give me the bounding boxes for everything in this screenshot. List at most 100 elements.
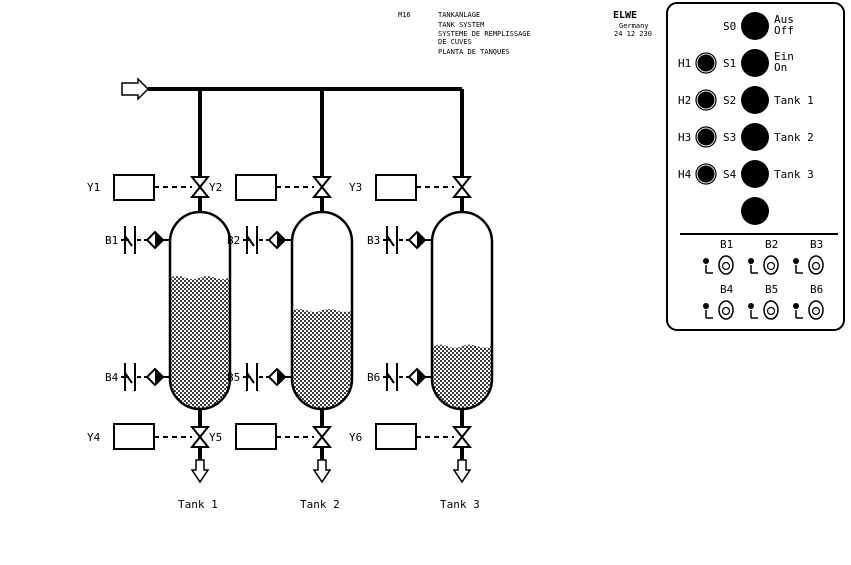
indicator-lamp-icon [697, 91, 715, 109]
tank-vessel [430, 210, 494, 411]
lamp-label: H3 [678, 131, 691, 144]
valve-out-label: Y5 [209, 431, 222, 444]
sensor-switch-label: B1 [720, 238, 733, 251]
push-button[interactable] [741, 197, 769, 225]
tank-vessel [168, 210, 232, 411]
header-title-4: DE CUVES [438, 38, 472, 46]
sensor-switch-label: B2 [765, 238, 778, 251]
inlet-valve-icon [451, 176, 473, 198]
solenoid-out [113, 423, 155, 450]
outlet-valve-icon [311, 426, 333, 448]
switch-label: S0 [723, 20, 736, 33]
header-title-3: SYSTEME DE REMPLISSAGE [438, 30, 531, 38]
inlet-arrow-icon [121, 77, 150, 101]
sensor-label: B1 [105, 234, 118, 247]
switch-label: S3 [723, 131, 736, 144]
button-action-label: Tank 3 [774, 168, 814, 181]
level-sensor-icon [243, 363, 292, 391]
solenoid-in [235, 174, 277, 201]
panel-row-2: H2 S2 Tank 1 [678, 86, 814, 114]
valve-in-label: Y3 [349, 181, 362, 194]
inlet-valve-icon [189, 176, 211, 198]
panel-row-5 [741, 197, 769, 225]
header-title-2: TANK SYSTEM [438, 21, 484, 29]
outlet-arrow-icon [190, 459, 210, 484]
button-action-label: On [774, 61, 787, 74]
solenoid-out [235, 423, 277, 450]
level-sensor-icon [243, 226, 292, 254]
inlet-valve-icon [311, 176, 333, 198]
tank-vessel [290, 210, 354, 411]
switch-label: S2 [723, 94, 736, 107]
sensor-switch-label: B4 [720, 283, 734, 296]
level-sensor-icon [383, 226, 432, 254]
button-action-label: Tank 2 [774, 131, 814, 144]
valve-in-label: Y1 [87, 181, 100, 194]
brand-part-no: 24 12 230 [614, 30, 652, 38]
liquid-level [432, 344, 492, 409]
push-button[interactable] [741, 49, 769, 77]
lamp-label: H1 [678, 57, 691, 70]
switch-label: S1 [723, 57, 736, 70]
sensor-switch-B1[interactable]: B1 [703, 238, 734, 275]
sensor-switch-B3[interactable]: B3 [793, 238, 824, 275]
sensor-switch-label: B6 [810, 283, 823, 296]
valve-out-label: Y4 [87, 431, 101, 444]
button-action-label: Tank 1 [774, 94, 814, 107]
liquid-level [170, 276, 230, 409]
solenoid-out [375, 423, 417, 450]
lamp-label: H2 [678, 94, 691, 107]
sensor-label: B5 [227, 371, 240, 384]
sensor-label: B2 [227, 234, 240, 247]
push-button[interactable] [741, 160, 769, 188]
sensor-label: B6 [367, 371, 380, 384]
button-action-label: Off [774, 24, 794, 37]
lamp-label: H4 [678, 168, 692, 181]
header-title-5: PLANTA DE TANQUES [438, 48, 510, 56]
outlet-arrow-icon [312, 459, 332, 484]
solenoid-in [113, 174, 155, 201]
sensor-switch-B6[interactable]: B6 [793, 283, 824, 320]
push-button[interactable] [741, 123, 769, 151]
sensor-label: B4 [105, 371, 119, 384]
level-sensor-icon [121, 363, 170, 391]
sensor-switch-B2[interactable]: B2 [748, 238, 779, 275]
sensor-switch-B4[interactable]: B4 [703, 283, 734, 320]
indicator-lamp-icon [697, 54, 715, 72]
brand-logo: ELWE [613, 10, 637, 21]
liquid-level [292, 309, 352, 409]
sensor-switch-B5[interactable]: B5 [748, 283, 779, 320]
outlet-valve-icon [451, 426, 473, 448]
switch-label: S4 [723, 168, 737, 181]
indicator-lamp-icon [697, 128, 715, 146]
push-button[interactable] [741, 86, 769, 114]
tank-name: Tank 1 [178, 498, 218, 511]
panel-row-3: H3 S3 Tank 2 [678, 123, 814, 151]
valve-out-label: Y6 [349, 431, 362, 444]
valve-in-label: Y2 [209, 181, 222, 194]
tank-name: Tank 3 [440, 498, 480, 511]
header-title-1: TANKANLAGE [438, 11, 480, 19]
tank-name: Tank 2 [300, 498, 340, 511]
sensor-switch-label: B5 [765, 283, 778, 296]
panel-row-4: H4 S4 Tank 3 [678, 160, 814, 188]
button-action-label: Ein [774, 50, 794, 63]
button-action-label: Aus [774, 13, 794, 26]
push-button[interactable] [741, 12, 769, 40]
header: M16 TANKANLAGE TANK SYSTEM SYSTEME DE RE… [398, 10, 652, 56]
supply-manifold [121, 77, 464, 176]
header-code: M16 [398, 11, 411, 19]
level-sensor-icon [121, 226, 170, 254]
indicator-lamp-icon [697, 165, 715, 183]
brand-country: Germany [619, 22, 649, 30]
